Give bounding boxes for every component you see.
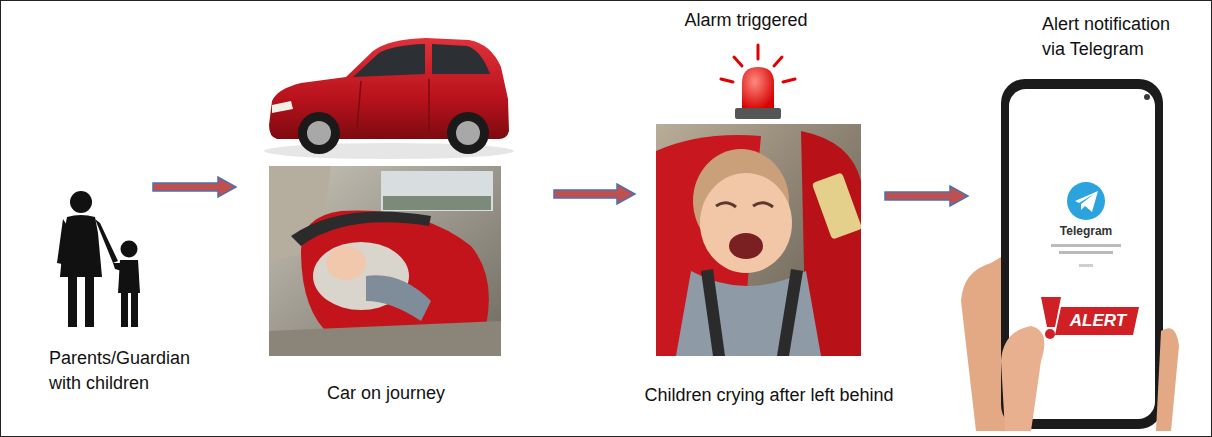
phone-illustration-part (1059, 251, 1113, 254)
car-seat-photo-part (381, 171, 493, 211)
app-name-text: Telegram (1041, 224, 1131, 238)
crying-child-photo-part (777, 269, 803, 356)
car-illustration-part (456, 121, 480, 145)
car-seat-photo-part (291, 212, 431, 247)
alarm-beacon-part-part (734, 57, 742, 66)
phone-illustration-part (1051, 244, 1121, 247)
parent-child-icon-part (68, 277, 77, 327)
phone-illustration-part (1075, 191, 1098, 212)
car-seat-photo-part (326, 246, 366, 280)
car-seat-photo-part (366, 275, 431, 321)
crying-child-photo-part (656, 124, 861, 356)
phone-illustration-part (1055, 307, 1139, 335)
crying-child-photo-part (716, 203, 736, 207)
phone-illustration-part (1079, 264, 1093, 267)
crying-child-photo-part (729, 233, 763, 259)
notification-stage: Alert notification via Telegram (968, 6, 1196, 434)
stage-caption: Parents/Guardian with children (49, 346, 199, 396)
parent-child-icon (57, 191, 140, 327)
stage-caption: Alert notification via Telegram (1042, 12, 1182, 62)
car-illustration-part (272, 101, 293, 113)
flow-arrow (885, 186, 968, 206)
journey-stage: Car on journey (236, 6, 554, 411)
alarm-beacon-part-part (774, 57, 782, 66)
crying-child-photo-part (701, 269, 725, 356)
flow-arrow (554, 184, 635, 204)
car-illustration-part (432, 44, 490, 74)
phone-illustration-part (1041, 297, 1061, 327)
car-illustration-part (307, 121, 331, 145)
stage-caption: Alarm triggered (635, 8, 857, 33)
phone-illustration (961, 79, 1179, 431)
stage-caption: Car on journey (236, 381, 536, 406)
alarm-beacon-part-part (757, 45, 760, 59)
crying-child-photo (656, 124, 862, 356)
car-illustration-part (447, 112, 489, 154)
phone-illustration-part (1067, 182, 1105, 220)
alarm-stage: Alarm triggeredChildren crying after lef… (635, 6, 885, 411)
parent-child-icon-part (57, 219, 68, 264)
crying-child-photo-part (812, 172, 863, 239)
crying-child-photo-part (700, 173, 792, 273)
alert-badge-text: ALERT (1063, 311, 1133, 331)
car-seat-photo-part (383, 196, 491, 210)
alarm-beacon-part (735, 108, 781, 119)
car-seat-photo (269, 166, 501, 356)
parent-child-icon-part (70, 191, 92, 213)
car-illustration-part (357, 81, 361, 129)
parent-child-icon-part (121, 241, 138, 258)
parent-child-icon-part (121, 293, 128, 327)
phone-illustration-part (1045, 329, 1055, 339)
alarm-beacon-part-part (783, 79, 795, 82)
car-seat-photo-part (269, 166, 501, 356)
parent-child-icon-part (113, 263, 122, 271)
parent-child-icon-part (95, 219, 118, 263)
alarm-beacon-part (721, 45, 795, 82)
actor-stage: Parents/Guardian with children (41, 176, 153, 401)
parent-child-icon-part (131, 293, 138, 327)
car-seat-photo-part (269, 321, 501, 356)
alarm-beacon-part-part (721, 79, 733, 82)
parent-child-icon-part (85, 277, 94, 327)
flow-arrow (153, 177, 236, 197)
phone-illustration-part (1144, 94, 1150, 100)
car-illustration-part (353, 44, 425, 77)
car-illustration-part (428, 79, 430, 131)
parent-child-icon-part (118, 260, 140, 293)
crying-child-photo-part (753, 203, 773, 207)
phone-illustration-part (1001, 326, 1044, 431)
alarm-beacon-part (742, 67, 774, 109)
alarm-beacon (721, 45, 795, 119)
stage-caption: Children crying after left behind (635, 383, 903, 408)
car-illustration-part (298, 112, 340, 154)
car-illustration (264, 38, 514, 159)
phone-illustration-part (1156, 328, 1179, 431)
